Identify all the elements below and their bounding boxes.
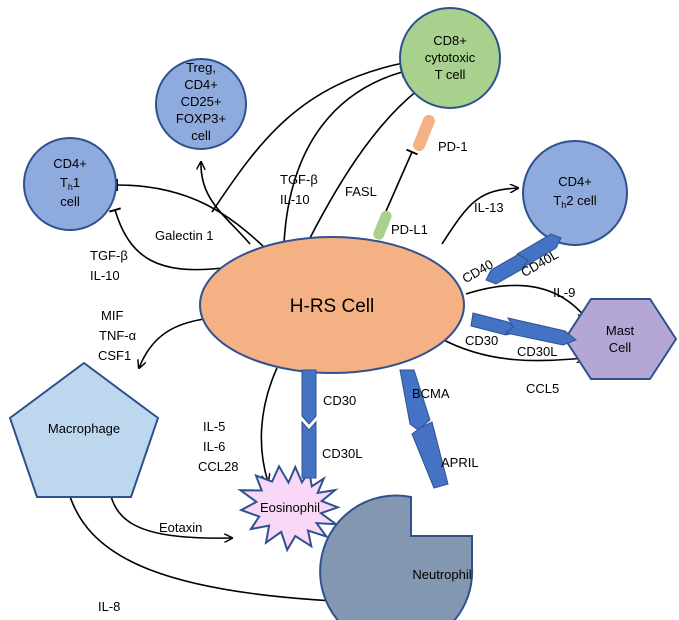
eosinophil-label: Eosinophil [260, 500, 320, 515]
neutrophil-label: Neutrophil [412, 567, 471, 582]
tgfb-top-label-2: IL-10 [280, 192, 310, 207]
tgfb-top-label-1: TGF-β [280, 172, 318, 187]
cd30-center-label: CD30 [323, 393, 356, 408]
macrophage-label: Macrophage [48, 421, 120, 436]
mast-label-2: Cell [609, 340, 632, 355]
edge-hrs-to-cd8-tgfb [283, 65, 405, 244]
tgfb-left-label-1: TGF-β [90, 248, 128, 263]
galectin-label: Galectin 1 [155, 228, 214, 243]
mast-label-1: Mast [606, 323, 635, 338]
cd30-receptor-center [301, 369, 317, 425]
treg-label-2: CD4+ [184, 77, 218, 92]
april-receptor [411, 421, 449, 489]
treg-label-4: FOXP3+ [176, 111, 226, 126]
edge-hrs-to-treg [201, 162, 251, 245]
cd30l-receptor-right [504, 317, 577, 346]
ccl28-label: CCL28 [198, 459, 238, 474]
th1-label-3: cell [60, 194, 80, 209]
th1-label-2: Th1 [60, 175, 80, 192]
eosinophil [237, 464, 341, 553]
cd30-right-label: CD30 [465, 333, 498, 348]
eotaxin-label: Eotaxin [159, 520, 202, 535]
edge-hrs-to-eosinophil [260, 367, 278, 482]
il6-label: IL-6 [203, 439, 225, 454]
cd30l-center-label: CD30L [322, 446, 362, 461]
fasl-label: FASL [345, 184, 377, 199]
il5-label: IL-5 [203, 419, 225, 434]
th1-label-1: CD4+ [53, 156, 87, 171]
pdl1-label: PD-L1 [391, 222, 428, 237]
ccl5-label: CCL5 [526, 381, 559, 396]
th2-label-2: Th2 cell [553, 193, 596, 210]
cd30l-right-label: CD30L [517, 344, 557, 359]
il13-label: IL-13 [474, 200, 504, 215]
cd8-t-cell [399, 7, 501, 109]
mif-label-2: TNF-α [99, 328, 137, 343]
cd40l-receptor [515, 233, 562, 269]
pd1-label: PD-1 [438, 139, 468, 154]
cd30l-receptor-center [301, 420, 317, 479]
th2-label-1: CD4+ [558, 174, 592, 189]
treg-label-5: cell [191, 128, 211, 143]
treg-cell [155, 58, 247, 150]
edge-hrs-tgfb-to-th1 [108, 207, 223, 271]
il8-label: IL-8 [98, 599, 120, 614]
macrophage [8, 361, 160, 498]
edge-hrs-to-mast-il9 [465, 284, 586, 318]
mif-label-3: CSF1 [98, 348, 131, 363]
tgfb-left-label-2: IL-10 [90, 268, 120, 283]
receptors [301, 233, 577, 489]
edge-hrs-to-cd8-fasl [309, 84, 423, 239]
edge-hrs-to-mast-ccl5 [439, 337, 584, 361]
cd8-label-3: T cell [435, 67, 466, 82]
edge-hrs-to-macrophage [139, 317, 213, 368]
cd8-label-1: CD8+ [433, 33, 467, 48]
th1-cell [23, 137, 117, 231]
th2-cell [522, 140, 628, 246]
edge-macrophage-to-neutrophil [63, 469, 420, 604]
edge-treg-to-cd8 [211, 56, 406, 213]
treg-label-3: CD25+ [181, 94, 222, 109]
pdl1-receptor [373, 210, 392, 240]
edge-hrs-galectin-to-th1 [116, 178, 266, 249]
bcma-label: BCMA [412, 386, 450, 401]
il9-label: IL-9 [553, 285, 575, 300]
hrs-cell-label: H-RS Cell [290, 296, 374, 317]
treg-label-1: Treg, [186, 60, 216, 75]
cd8-label-2: cytotoxic [425, 50, 476, 65]
pd1-receptor [413, 114, 435, 152]
mast-cell [563, 298, 678, 380]
bcma-receptor [399, 369, 431, 431]
mif-label-1: MIF [101, 308, 123, 323]
neutrophil [319, 494, 474, 620]
edge-hrs-to-th2 [441, 188, 518, 245]
april-label: APRIL [441, 455, 479, 470]
hrs-cell [199, 236, 465, 374]
edge-pdl1-to-pd1 [382, 148, 418, 219]
